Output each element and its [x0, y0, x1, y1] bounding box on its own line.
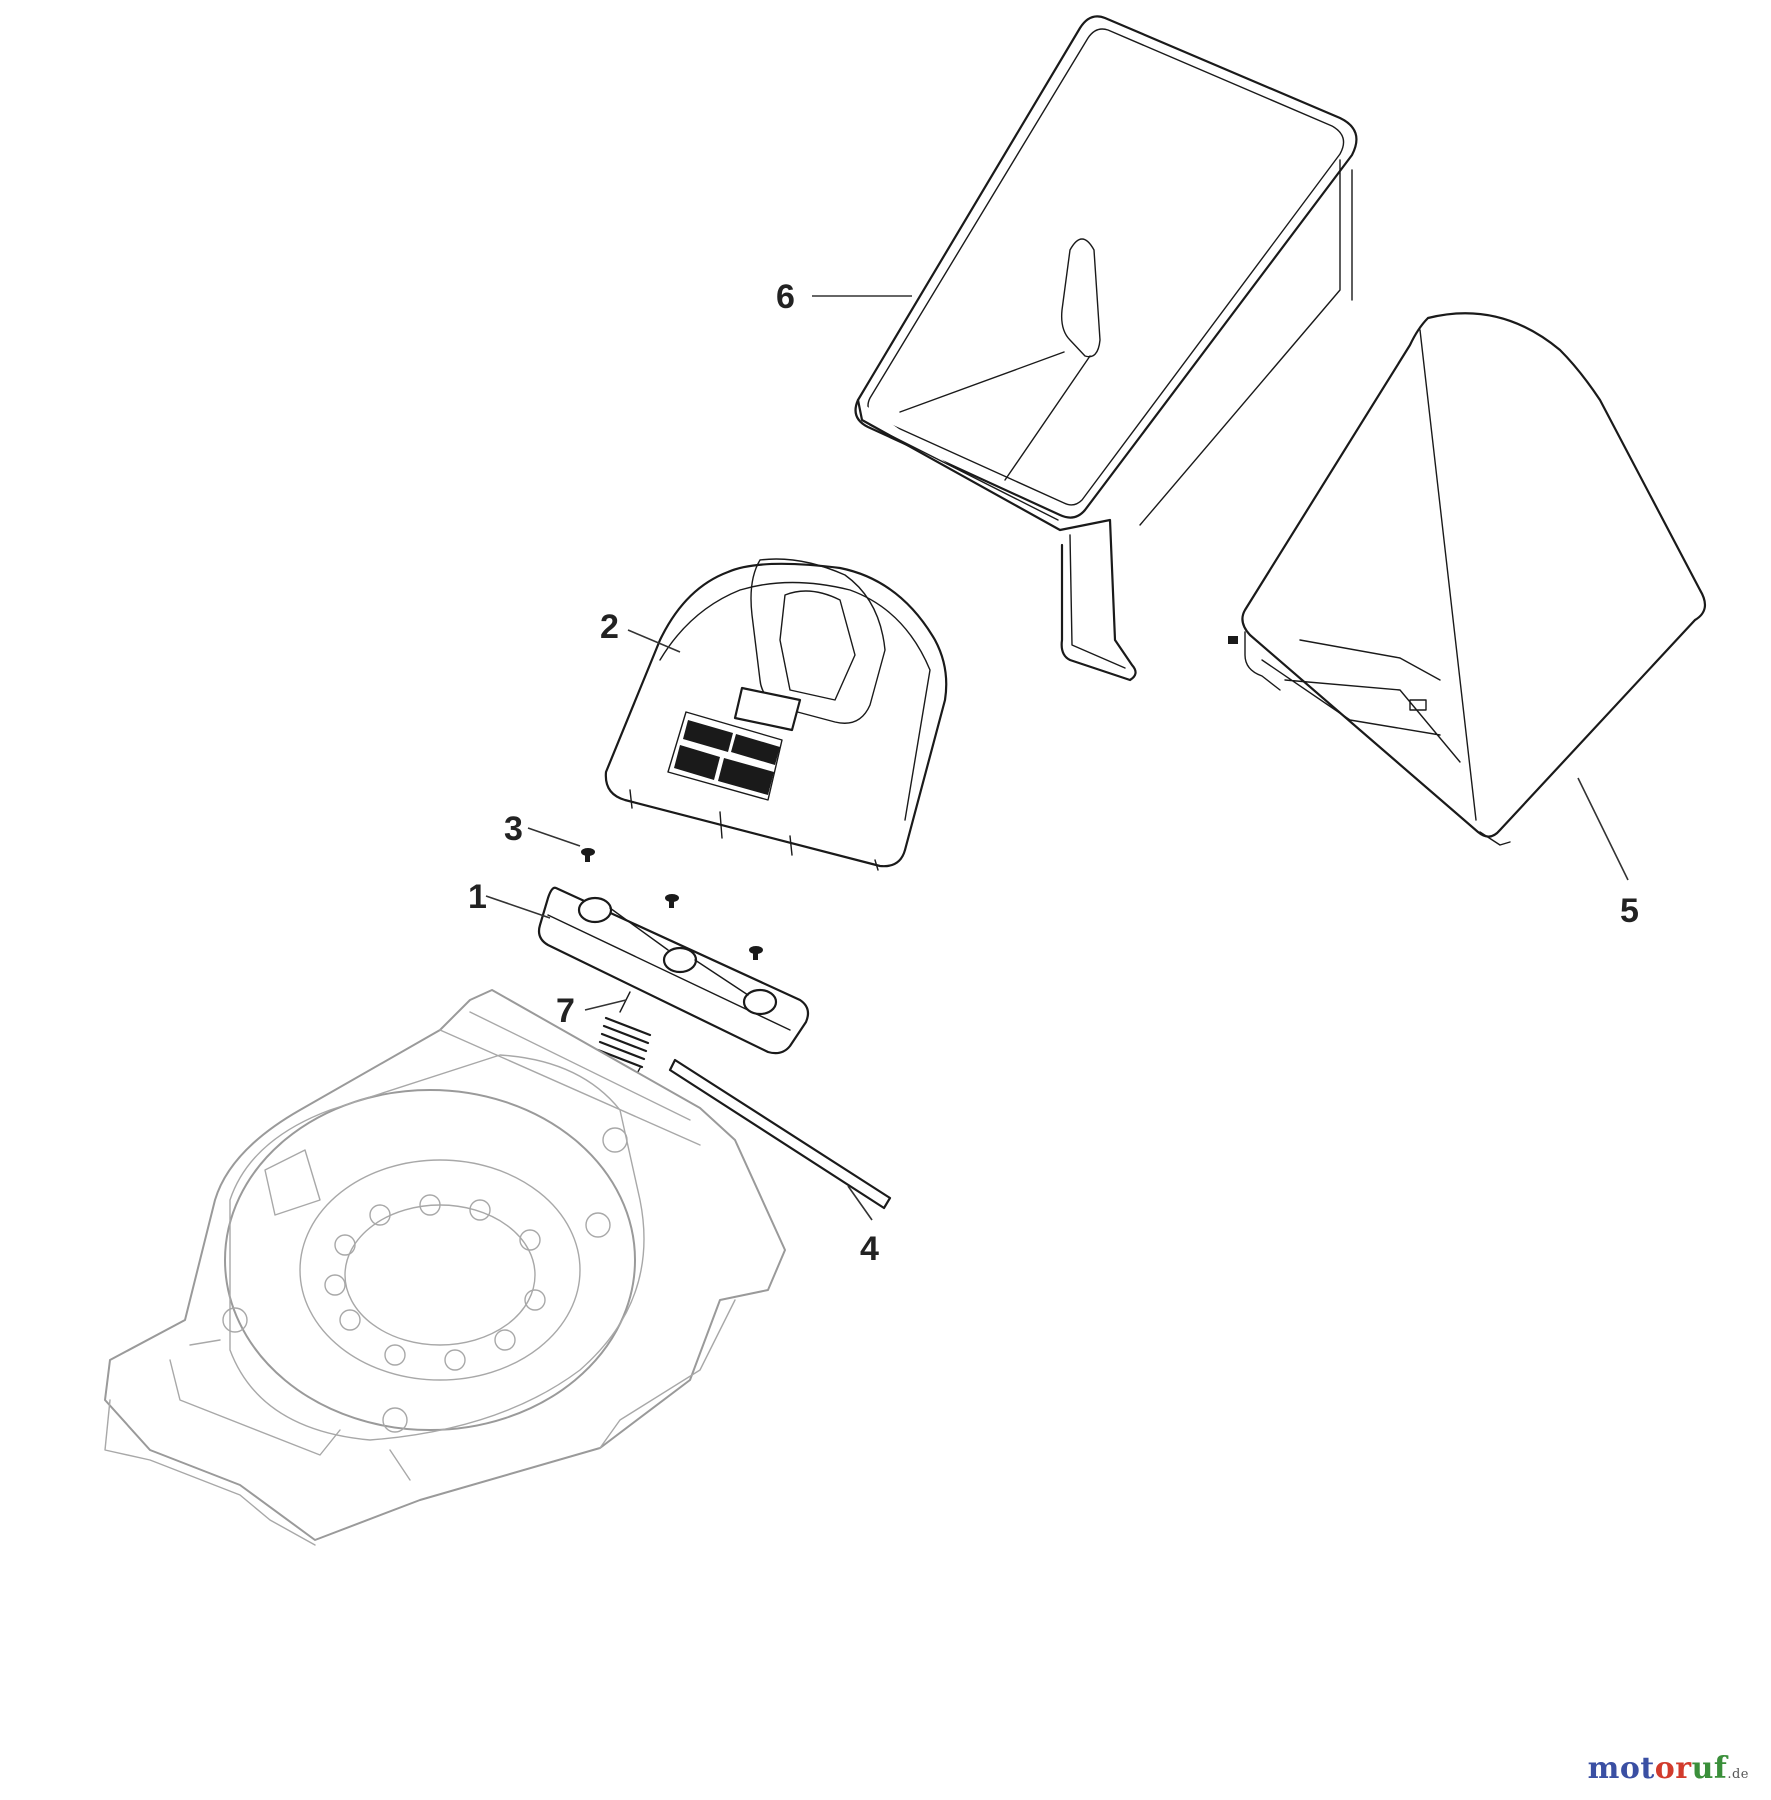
callout-3: 3	[504, 810, 523, 848]
leader-line-3	[527, 827, 581, 847]
callout-7: 7	[556, 992, 575, 1030]
callout-5: 5	[1620, 892, 1639, 930]
rear-deflector-flap	[604, 558, 948, 871]
watermark-logo: motoruf.de	[1587, 1751, 1749, 1786]
deck-bolts	[222, 1127, 628, 1433]
screw-icon	[581, 848, 595, 862]
callout-6: 6	[776, 278, 795, 316]
mower-deck	[104, 989, 786, 1546]
callout-2: 2	[600, 608, 619, 646]
warning-label-icon	[667, 711, 783, 801]
hinge-rod	[668, 1058, 892, 1210]
callout-1: 1	[468, 878, 487, 916]
grass-bag-cover	[1228, 312, 1707, 846]
screw-icon	[749, 946, 763, 960]
screw-icon	[665, 894, 679, 908]
leader-line-5	[1577, 777, 1629, 881]
screws	[581, 848, 763, 960]
leader-line-2	[627, 629, 681, 653]
leader-line-4	[847, 1185, 873, 1221]
callout-4: 4	[860, 1230, 879, 1268]
leader-line-1	[485, 895, 551, 919]
grass-bag-frame	[854, 15, 1358, 682]
leader-line-7	[584, 999, 627, 1011]
hinge-bracket	[537, 886, 810, 1055]
